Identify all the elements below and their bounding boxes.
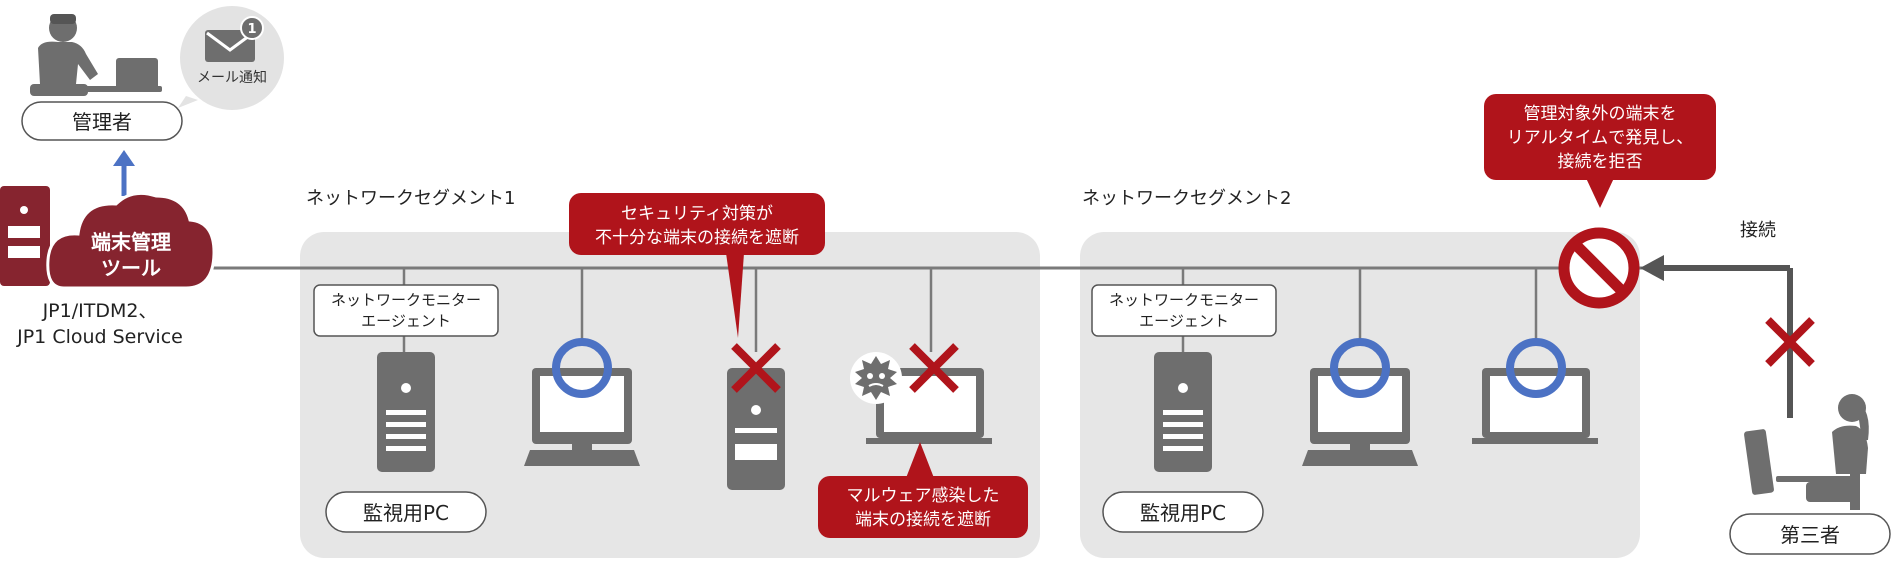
desktop-pc-1-icon (524, 368, 640, 466)
mail-badge-count: 1 (247, 22, 256, 37)
blocked-server-icon (727, 368, 785, 490)
unmanaged-callout-line3: 接続を拒否 (1558, 152, 1643, 172)
admin-label: 管理者 (72, 110, 132, 134)
third-party-pill (1729, 513, 1891, 555)
tool-label-line1: 端末管理 (91, 230, 171, 254)
mail-notification: 1 メール通知 (178, 6, 284, 110)
monitor-pc-2-pill (1102, 491, 1264, 533)
malware-callout-line2: 端末の接続を遮断 (855, 510, 991, 530)
agent-box-1-line1: ネットワークモニター (331, 291, 481, 309)
monitor-pc-1-label: 監視用PC (363, 501, 449, 525)
unmanaged-callout-line1: 管理対象外の端末を (1524, 104, 1677, 124)
mail-notification-label: メール通知 (197, 69, 267, 86)
security-callout-line1: セキュリティ対策が (621, 204, 773, 224)
connect-label: 接続 (1740, 220, 1776, 241)
ok-circle-icon (1506, 338, 1566, 398)
admin-label-pill (21, 101, 183, 141)
laptop-2-icon (1472, 368, 1598, 444)
ok-circle-icon (552, 338, 612, 398)
security-callout-line2: 不十分な端末の接続を遮断 (595, 228, 799, 248)
monitor-pc-1-pill (325, 491, 487, 533)
segment-2-title: ネットワークセグメント2 (1082, 188, 1291, 209)
mail-envelope-icon (205, 30, 255, 62)
agent-box-1 (313, 284, 499, 337)
infected-laptop-icon (866, 368, 992, 444)
prohibited-icon (1558, 227, 1640, 309)
security-callout: セキュリティ対策が 不十分な端末の接続を遮断 (569, 193, 825, 338)
notify-arrow (113, 150, 135, 196)
unmanaged-callout-line2: リアルタイムで発見し、 (1507, 128, 1694, 148)
segment-1-title: ネットワークセグメント1 (306, 188, 515, 209)
tool-caption-line2: JP1 Cloud Service (16, 326, 183, 348)
agent-box-2 (1091, 284, 1277, 337)
desktop-pc-2-icon (1302, 368, 1418, 466)
block-x-icon (909, 343, 959, 393)
block-x-icon (1765, 317, 1815, 367)
monitor-pc-1-server-icon (377, 352, 435, 472)
agent-box-1-line2: エージェント (361, 312, 451, 330)
unmanaged-callout: 管理対象外の端末を リアルタイムで発見し、 接続を拒否 (1484, 94, 1716, 208)
tool-caption-line1: JP1/ITDM2、 (42, 300, 158, 322)
network-drops (402, 268, 1538, 352)
malware-virus-icon (850, 352, 902, 404)
agent-box-2-line2: エージェント (1139, 312, 1229, 330)
third-party-label: 第三者 (1780, 523, 1840, 547)
tool-cloud (46, 191, 216, 290)
third-party-figure (1744, 394, 1869, 510)
monitor-pc-2-label: 監視用PC (1140, 501, 1226, 525)
ok-circle-icon (1330, 338, 1390, 398)
administrator-figure (30, 14, 162, 96)
connect-path (1640, 255, 1793, 418)
block-x-icon (731, 343, 781, 393)
malware-callout-line1: マルウェア感染した (847, 486, 1000, 506)
tool-server-icon (0, 186, 50, 286)
tool-label-line2: ツール (101, 256, 161, 280)
malware-callout: マルウェア感染した 端末の接続を遮断 (818, 442, 1028, 538)
mail-badge (240, 16, 264, 40)
agent-box-2-line1: ネットワークモニター (1109, 291, 1259, 309)
monitor-pc-2-server-icon (1154, 352, 1212, 472)
